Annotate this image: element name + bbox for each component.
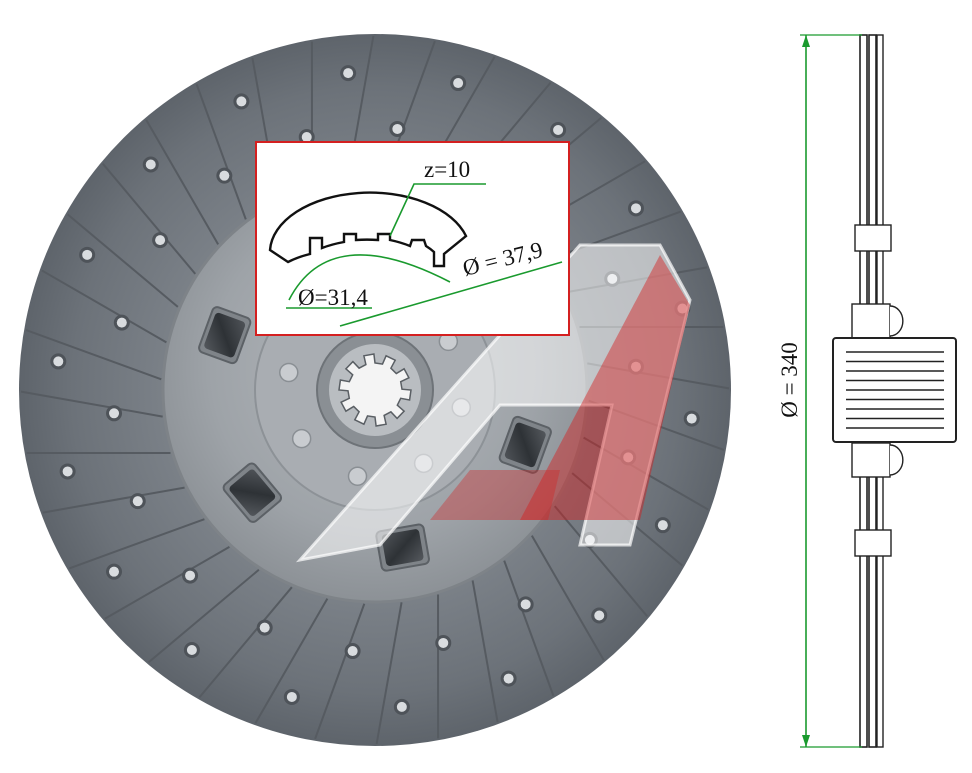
hub-bolt <box>280 364 298 382</box>
rivet-head <box>397 702 407 712</box>
rivet-head <box>187 645 197 655</box>
rivet-head <box>260 623 270 633</box>
rivet-head <box>185 571 195 581</box>
disc-diameter-label: Ø = 340 <box>777 342 802 418</box>
rivet-head <box>146 160 156 170</box>
rivet-head <box>343 68 353 78</box>
rivet-head <box>109 567 119 577</box>
disc-side-profile <box>833 35 956 747</box>
rivet-head <box>82 250 92 260</box>
rivet-head <box>236 96 246 106</box>
rivet-head <box>63 466 73 476</box>
teeth-count-label: z=10 <box>424 157 470 182</box>
rivet-head <box>504 674 514 684</box>
spline-inset: z=10 Ø=31,4 Ø = 37,9 <box>256 142 569 335</box>
rivet-head <box>453 78 463 88</box>
hub-bolt <box>293 430 311 448</box>
inner-diameter-label: Ø=31,4 <box>298 285 368 310</box>
rivet-head <box>117 318 127 328</box>
rivet-head <box>687 414 697 424</box>
rivet-head <box>133 496 143 506</box>
rivet-head <box>219 171 229 181</box>
rivet-head <box>109 408 119 418</box>
rivet-head <box>392 124 402 134</box>
hub-bolt <box>349 467 367 485</box>
rivet-head <box>658 520 668 530</box>
rivet-head <box>594 610 604 620</box>
rivet-head <box>438 638 448 648</box>
rivet-head <box>553 125 563 135</box>
rivet-head <box>521 599 531 609</box>
rivet-head <box>287 692 297 702</box>
rivet-head <box>631 203 641 213</box>
rivet-head <box>302 132 312 142</box>
rivet-head <box>348 646 358 656</box>
rivet-head <box>155 235 165 245</box>
rivet-head <box>53 356 63 366</box>
